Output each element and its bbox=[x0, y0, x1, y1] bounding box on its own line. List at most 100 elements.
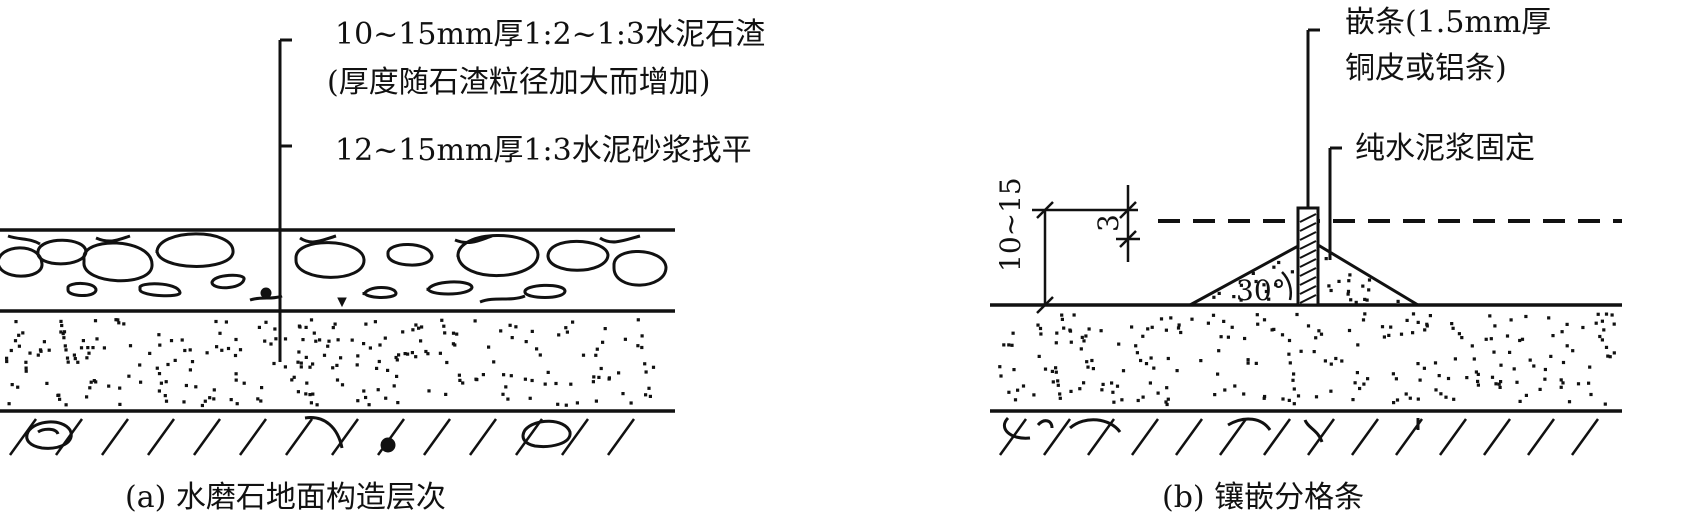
sand-dot bbox=[1465, 376, 1469, 380]
sand-dot bbox=[311, 362, 315, 366]
sand-dot bbox=[85, 395, 89, 399]
sand-dot bbox=[42, 340, 46, 344]
sand-dot bbox=[79, 346, 84, 350]
sand-dot bbox=[1474, 370, 1478, 374]
sand-dot bbox=[1117, 342, 1121, 346]
sand-dot bbox=[1058, 392, 1062, 396]
sand-dot bbox=[1069, 389, 1073, 393]
label-strip-line2: 铜皮或铝条) bbox=[1345, 51, 1507, 86]
sand-dot bbox=[1291, 378, 1295, 382]
stone bbox=[155, 232, 235, 268]
sand-dot bbox=[1141, 395, 1145, 399]
sand-dot bbox=[1263, 394, 1267, 399]
sand-dot bbox=[458, 378, 462, 382]
sand-dot bbox=[1392, 401, 1396, 405]
sand-dot bbox=[1451, 326, 1455, 330]
sand-dot bbox=[188, 368, 192, 372]
sand-dot bbox=[1135, 351, 1139, 355]
sand-dot bbox=[375, 366, 379, 370]
sand-dot bbox=[1270, 328, 1274, 332]
hatch-line bbox=[1042, 418, 1072, 456]
sand-dot bbox=[1148, 381, 1152, 385]
sand-dot bbox=[506, 397, 510, 401]
sand-dot bbox=[1287, 338, 1292, 343]
sand-dot bbox=[81, 339, 85, 343]
dim-small-label: 3 bbox=[1092, 214, 1125, 232]
sand-dot bbox=[157, 389, 161, 393]
sand-dot bbox=[7, 402, 11, 406]
sand-dot bbox=[283, 365, 287, 369]
sand-dot bbox=[224, 320, 228, 324]
sand-dot bbox=[1306, 324, 1311, 328]
sand-dot bbox=[1604, 345, 1609, 349]
sand-dot bbox=[1348, 273, 1352, 277]
strip-hatch bbox=[1299, 213, 1317, 304]
sand-dot bbox=[1262, 318, 1267, 322]
sand-dot bbox=[235, 402, 239, 406]
sand-dot bbox=[1256, 322, 1260, 326]
sand-dot bbox=[1391, 372, 1395, 376]
strip-hatch-line bbox=[1299, 249, 1317, 259]
sand-dot bbox=[340, 383, 345, 387]
sand-dot bbox=[607, 377, 611, 381]
stone-edge bbox=[454, 234, 493, 244]
sand-dot bbox=[1610, 313, 1614, 317]
sand-dot bbox=[1223, 388, 1227, 392]
sand-dot bbox=[92, 379, 96, 383]
sand-dot bbox=[1091, 367, 1095, 371]
sand-dot bbox=[159, 381, 163, 385]
sand-dot bbox=[636, 344, 640, 348]
sand-dot bbox=[212, 397, 216, 401]
sand-dot bbox=[218, 331, 222, 335]
sand-dot bbox=[1150, 325, 1154, 329]
dim-total-tick-top bbox=[1036, 201, 1054, 219]
sand-dot bbox=[1444, 395, 1448, 399]
strip-hatch-line bbox=[1299, 285, 1317, 295]
sand-dot bbox=[314, 339, 318, 343]
sand-dot bbox=[564, 403, 568, 407]
sand-dot bbox=[617, 371, 621, 375]
sand-dot bbox=[292, 375, 296, 379]
sand-dot bbox=[504, 385, 508, 389]
sand-dot bbox=[1538, 387, 1542, 391]
sand-dot bbox=[1169, 316, 1173, 320]
sand-dot bbox=[200, 403, 204, 408]
label-screed: 12~15mm厚1:3水泥砂浆找平 bbox=[335, 133, 752, 168]
sand-dot bbox=[1007, 343, 1011, 347]
sand-dot bbox=[335, 363, 339, 367]
sand-dot bbox=[1054, 370, 1058, 374]
sand-dot bbox=[597, 375, 601, 379]
sand-dot bbox=[384, 396, 388, 400]
sand-dot bbox=[45, 381, 49, 385]
sand-dot bbox=[355, 363, 359, 367]
hatch-line bbox=[606, 418, 636, 456]
sand-dot bbox=[1079, 347, 1083, 351]
sand-dot bbox=[1175, 369, 1179, 373]
sand-dot bbox=[1043, 367, 1048, 371]
sand-dot bbox=[1490, 375, 1495, 379]
hatch-line bbox=[1262, 418, 1292, 456]
sand-dot bbox=[1072, 313, 1076, 317]
hatch-line bbox=[422, 418, 452, 456]
strip-hatch-line bbox=[1299, 213, 1317, 223]
sand-dot bbox=[1351, 398, 1355, 402]
sand-dot bbox=[1571, 349, 1575, 353]
sand-dot bbox=[1488, 314, 1492, 318]
sand-dot bbox=[1453, 357, 1457, 361]
sand-dot bbox=[569, 382, 573, 386]
sand-dot bbox=[1355, 371, 1359, 375]
sand-dot bbox=[427, 389, 431, 393]
sand-dot bbox=[1146, 327, 1150, 331]
sand-dot bbox=[571, 320, 575, 324]
sand-dot bbox=[1408, 396, 1412, 400]
sand-dot bbox=[1037, 354, 1041, 358]
sand-dot bbox=[1056, 383, 1060, 387]
sand-dot bbox=[1434, 388, 1438, 392]
sand-dot bbox=[1349, 298, 1353, 302]
sand-dot bbox=[1112, 400, 1116, 404]
sand-dot bbox=[296, 360, 300, 364]
sand-dot bbox=[1600, 338, 1604, 342]
sand-dot bbox=[1446, 376, 1451, 381]
hatch-line bbox=[1350, 418, 1380, 456]
sand-dot bbox=[499, 329, 503, 333]
